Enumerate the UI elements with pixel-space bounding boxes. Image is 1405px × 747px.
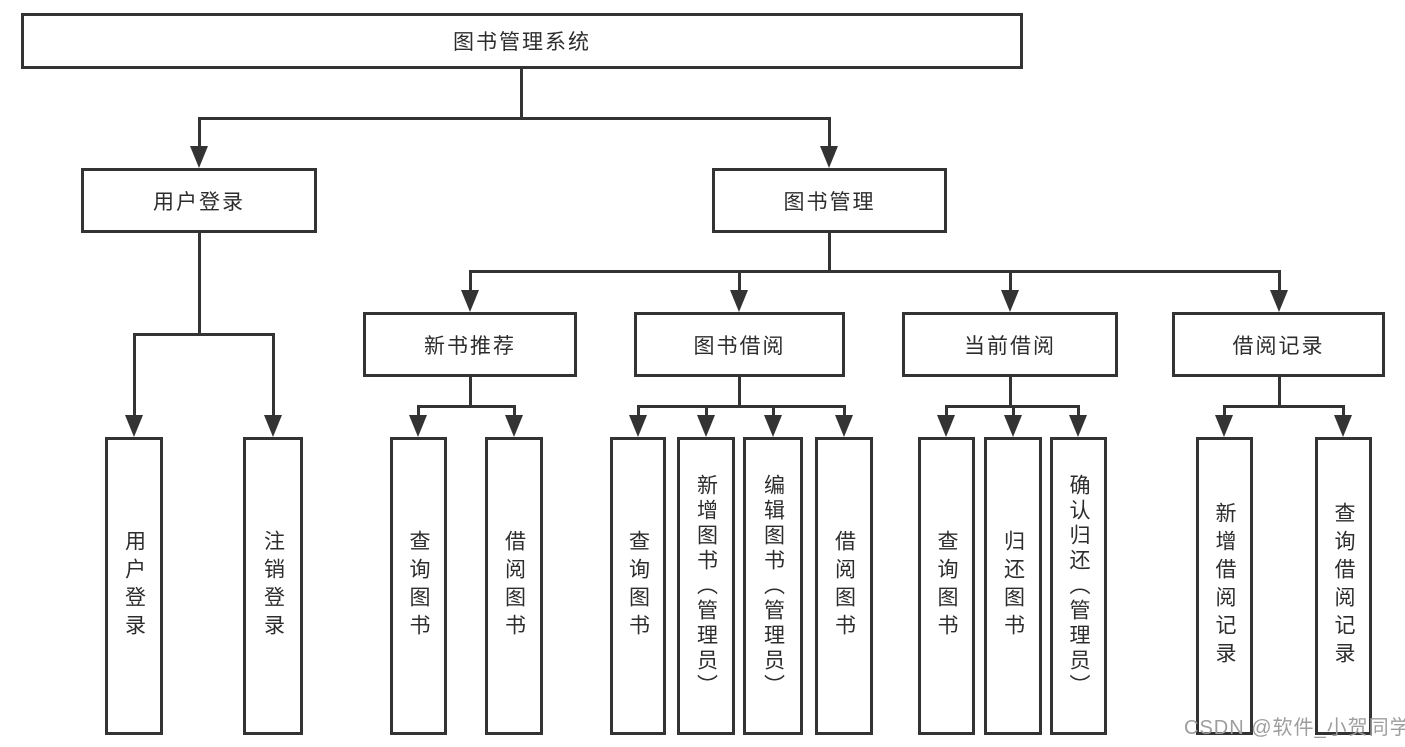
arrow-down-icon [1334, 415, 1352, 437]
connector-line [1223, 405, 1226, 415]
arrow-down-icon [461, 290, 479, 312]
connector-line [705, 405, 708, 415]
node-label: 图书管理 [783, 190, 876, 214]
arrow-down-icon [409, 415, 427, 437]
node-book-management: 图书管理 [712, 168, 947, 233]
leaf-label: 用户登录 [122, 530, 146, 642]
connector-line [1278, 377, 1281, 408]
leaf-label: 新增借阅记录 [1213, 502, 1236, 670]
connector-line [945, 405, 948, 415]
connector-line [272, 333, 275, 415]
leaf-add-book-admin: 新增图书（管理员） [677, 437, 735, 735]
connector-line [469, 270, 1281, 273]
leaf-label: 编辑图书（管理员） [761, 473, 785, 699]
connector-line [1009, 270, 1012, 290]
arrow-down-icon [264, 415, 282, 437]
leaf-add-borrow-record: 新增借阅记录 [1196, 437, 1253, 735]
arrow-down-icon [505, 415, 523, 437]
connector-line [1278, 270, 1281, 290]
connector-line [828, 117, 831, 147]
leaf-query-book-recommend: 查询图书 [390, 437, 447, 735]
arrow-down-icon [820, 146, 838, 168]
arrow-down-icon [1001, 290, 1019, 312]
node-label: 用户登录 [153, 190, 245, 214]
arrow-down-icon [629, 415, 647, 437]
leaf-label: 查询图书 [407, 530, 430, 642]
connector-line [198, 233, 201, 336]
connector-line [198, 117, 831, 120]
leaf-query-borrow-record: 查询借阅记录 [1315, 437, 1372, 735]
node-label: 当前借阅 [964, 334, 1056, 358]
arrow-down-icon [125, 415, 143, 437]
leaf-label: 确认归还（管理员） [1067, 473, 1090, 699]
leaf-edit-book-admin: 编辑图书（管理员） [743, 437, 803, 735]
node-current-borrow: 当前借阅 [902, 312, 1118, 377]
connector-line [772, 405, 775, 415]
node-borrow-record: 借阅记录 [1172, 312, 1385, 377]
connector-line [1077, 405, 1080, 415]
arrow-down-icon [937, 415, 955, 437]
connector-line [198, 117, 201, 147]
leaf-borrow-book: 借阅图书 [815, 437, 873, 735]
connector-line [637, 405, 640, 415]
leaf-query-current: 查询图书 [918, 437, 975, 735]
connector-line [828, 233, 831, 273]
connector-line [133, 333, 275, 336]
arrow-down-icon [190, 146, 208, 168]
node-user-login: 用户登录 [81, 168, 317, 233]
leaf-label: 借阅图书 [502, 530, 526, 642]
arrow-down-icon [697, 415, 715, 437]
connector-line [417, 405, 516, 408]
arrow-down-icon [1270, 290, 1288, 312]
connector-line [738, 377, 741, 408]
connector-line [520, 69, 523, 117]
leaf-label: 借阅图书 [832, 530, 856, 642]
leaf-borrow-book-recommend: 借阅图书 [485, 437, 543, 735]
leaf-confirm-return-admin: 确认归还（管理员） [1050, 437, 1107, 735]
leaf-label: 新增图书（管理员） [694, 473, 718, 699]
leaf-label: 注销登录 [261, 530, 285, 642]
leaf-logout: 注销登录 [243, 437, 303, 735]
node-label: 新书推荐 [424, 334, 516, 358]
connector-line [513, 405, 516, 415]
arrow-down-icon [835, 415, 853, 437]
connector-line [417, 405, 420, 415]
connector-line [469, 377, 472, 408]
connector-line [1342, 405, 1345, 415]
leaf-label: 查询图书 [626, 530, 650, 642]
arrow-down-icon [764, 415, 782, 437]
leaf-label: 查询借阅记录 [1332, 502, 1355, 670]
leaf-label: 归还图书 [1001, 530, 1025, 642]
csdn-watermark: CSDN @软件_小贺同学 [1184, 717, 1405, 739]
connector-line [738, 270, 741, 290]
node-book-borrow: 图书借阅 [634, 312, 845, 377]
node-new-book-recommend: 新书推荐 [363, 312, 577, 377]
connector-line [133, 333, 136, 415]
node-label: 图书借阅 [693, 334, 786, 358]
node-root: 图书管理系统 [21, 13, 1023, 69]
arrow-down-icon [730, 290, 748, 312]
arrow-down-icon [1069, 415, 1087, 437]
arrow-down-icon [1215, 415, 1233, 437]
leaf-label: 查询图书 [935, 530, 958, 642]
leaf-query-book: 查询图书 [610, 437, 666, 735]
arrow-down-icon [1004, 415, 1022, 437]
connector-line [1223, 405, 1345, 408]
connector-line [1009, 377, 1012, 408]
leaf-return-book: 归还图书 [984, 437, 1042, 735]
connector-line [637, 405, 846, 408]
leaf-user-login: 用户登录 [105, 437, 163, 735]
connector-line [843, 405, 846, 415]
connector-line [1012, 405, 1015, 415]
connector-line [469, 270, 472, 290]
node-root-label: 图书管理系统 [453, 31, 591, 54]
node-label: 借阅记录 [1232, 334, 1325, 358]
